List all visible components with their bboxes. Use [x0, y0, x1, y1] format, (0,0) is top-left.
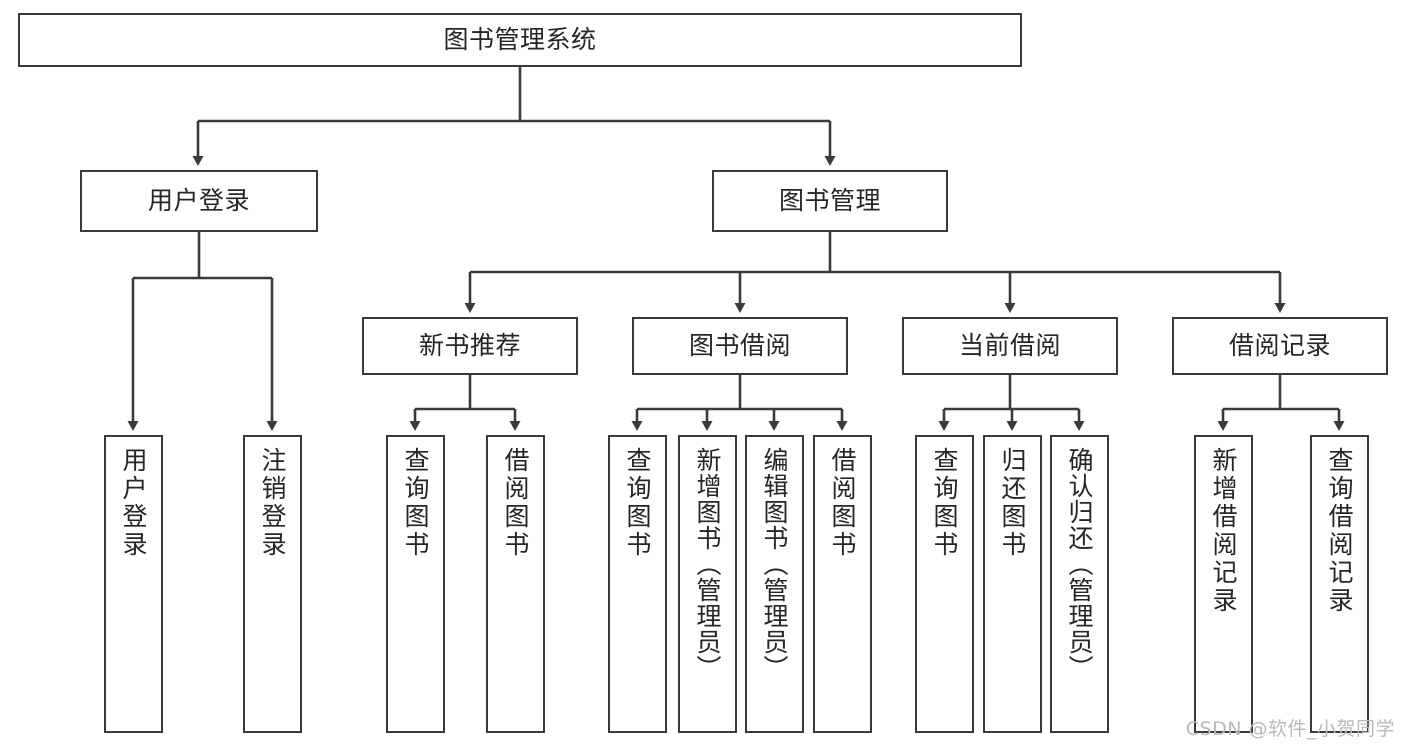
- node-book-manage-label: 图书管理: [778, 186, 881, 216]
- node-new-book-rec-label: 新书推荐: [418, 331, 521, 361]
- node-root[interactable]: 图书管理系统: [18, 13, 1022, 67]
- node-leaf-add-book-label: 新增图书（管理员）: [693, 447, 722, 681]
- node-leaf-confirm-return-label: 确认归还（管理员）: [1065, 447, 1094, 681]
- node-leaf-user-login-label: 用户登录: [119, 447, 148, 559]
- node-leaf-query-book-2-label: 查询图书: [623, 447, 652, 559]
- node-leaf-query-record[interactable]: 查询借阅记录: [1310, 435, 1369, 733]
- node-leaf-add-record-label: 新增借阅记录: [1209, 447, 1238, 615]
- node-leaf-query-book-2[interactable]: 查询图书: [608, 435, 667, 733]
- node-leaf-add-record[interactable]: 新增借阅记录: [1194, 435, 1253, 733]
- node-leaf-query-book-1-label: 查询图书: [401, 447, 430, 559]
- node-leaf-query-record-label: 查询借阅记录: [1325, 447, 1354, 615]
- node-leaf-borrow-book-2-label: 借阅图书: [828, 447, 857, 559]
- node-book-borrow-label: 图书借阅: [688, 331, 791, 361]
- node-leaf-return-book-label: 归还图书: [998, 447, 1027, 559]
- node-leaf-add-book[interactable]: 新增图书（管理员）: [678, 435, 737, 733]
- node-leaf-return-book[interactable]: 归还图书: [983, 435, 1042, 733]
- node-book-borrow[interactable]: 图书借阅: [632, 317, 848, 375]
- node-root-label: 图书管理系统: [443, 25, 597, 55]
- node-borrow-record[interactable]: 借阅记录: [1172, 317, 1388, 375]
- node-leaf-borrow-book-2[interactable]: 借阅图书: [813, 435, 872, 733]
- node-user-login-label: 用户登录: [147, 186, 250, 216]
- node-leaf-query-book-1[interactable]: 查询图书: [386, 435, 445, 733]
- node-leaf-query-book-3[interactable]: 查询图书: [915, 435, 974, 733]
- node-leaf-borrow-book-1-label: 借阅图书: [501, 447, 530, 559]
- node-leaf-borrow-book-1[interactable]: 借阅图书: [486, 435, 545, 733]
- csdn-watermark: CSDN @软件_小贺同学: [1185, 718, 1395, 740]
- node-leaf-edit-book[interactable]: 编辑图书（管理员）: [745, 435, 804, 733]
- node-current-borrow-label: 当前借阅: [958, 331, 1061, 361]
- node-current-borrow[interactable]: 当前借阅: [902, 317, 1118, 375]
- node-leaf-confirm-return[interactable]: 确认归还（管理员）: [1050, 435, 1109, 733]
- node-leaf-logout-label: 注销登录: [258, 447, 287, 559]
- node-leaf-query-book-3-label: 查询图书: [930, 447, 959, 559]
- node-new-book-rec[interactable]: 新书推荐: [362, 317, 578, 375]
- node-user-login[interactable]: 用户登录: [80, 170, 318, 232]
- node-book-manage[interactable]: 图书管理: [712, 170, 948, 232]
- node-borrow-record-label: 借阅记录: [1228, 331, 1331, 361]
- node-leaf-user-login[interactable]: 用户登录: [104, 435, 163, 733]
- node-leaf-logout[interactable]: 注销登录: [243, 435, 302, 733]
- node-leaf-edit-book-label: 编辑图书（管理员）: [760, 447, 789, 681]
